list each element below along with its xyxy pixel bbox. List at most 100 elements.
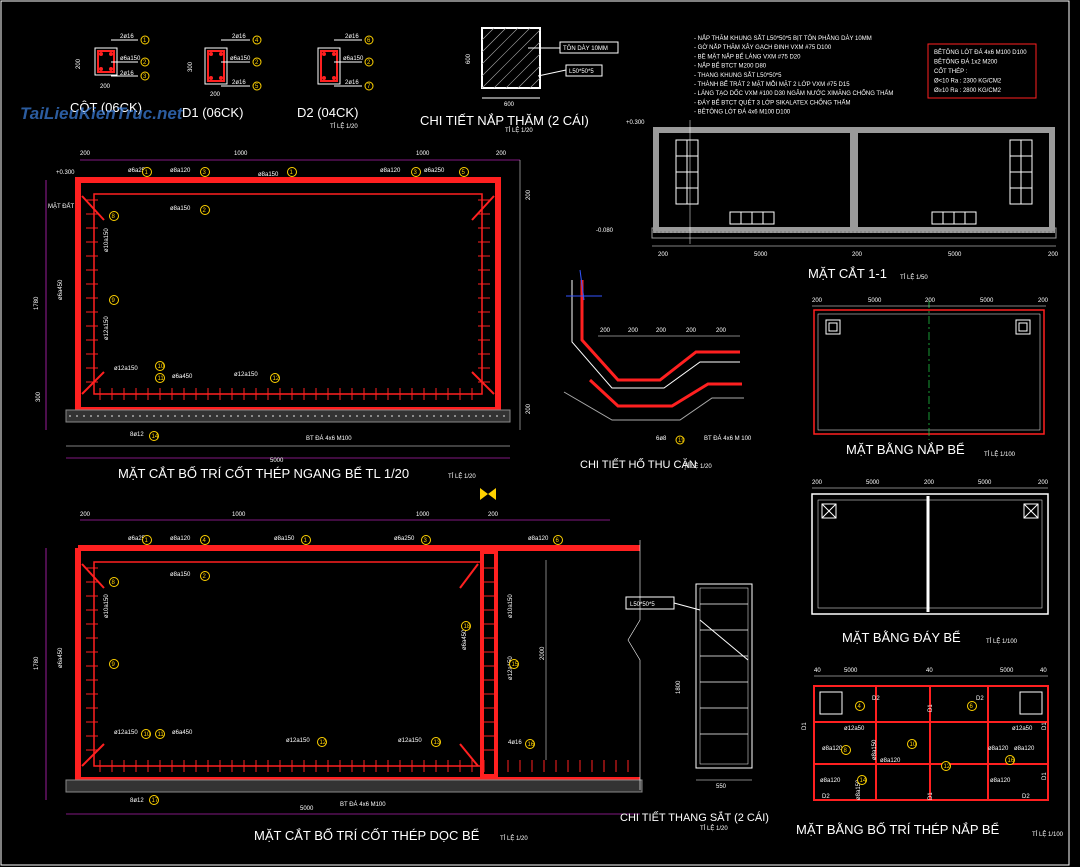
svg-text:5: 5 bbox=[255, 84, 259, 90]
rebar-mark-bubble bbox=[149, 795, 159, 805]
rebar-mark-bubble bbox=[841, 745, 851, 755]
svg-text:1: 1 bbox=[143, 38, 147, 44]
ladder-detail: L50*50*5 1800 550 CHI TIẾT THANG SẮT (2 … bbox=[620, 583, 769, 832]
rebar-mark-number: 11 bbox=[158, 376, 165, 382]
col-section: 2ø16 ø6a150 2ø16 1 2 3 200 200 CỘT (06CK… bbox=[70, 34, 150, 115]
rebar-mark-bubble bbox=[200, 167, 210, 177]
rebar-mark-bubble bbox=[287, 167, 297, 177]
rebar-label-v: ø6a250 bbox=[394, 536, 415, 542]
rebar-mark-bubble bbox=[141, 729, 151, 739]
svg-text:19: 19 bbox=[678, 438, 685, 444]
svg-text:2ø16: 2ø16 bbox=[345, 34, 359, 40]
rebar-plan-label: D1 bbox=[928, 792, 934, 800]
svg-text:ø6a150: ø6a150 bbox=[343, 56, 364, 62]
svg-text:7: 7 bbox=[367, 84, 371, 90]
sump-dim: 200 bbox=[656, 328, 667, 334]
rebar-mark-number: 5 bbox=[462, 170, 466, 176]
svg-text:200: 200 bbox=[76, 58, 82, 69]
rebar-mark-number: 3 bbox=[414, 170, 418, 176]
rebar-mark-bubble bbox=[155, 729, 165, 739]
rebar-plan-label: ø12a50 bbox=[844, 726, 865, 732]
ground-mark: MẶT ĐẤT bbox=[48, 203, 75, 210]
svg-text:2: 2 bbox=[143, 60, 147, 66]
dim-v: 200 bbox=[80, 512, 91, 518]
bottom-dim: 200 bbox=[812, 480, 823, 486]
rebar-mark-bubble bbox=[857, 775, 867, 785]
manhole-title: CHI TIẾT NẮP THĂM (2 CÁI) bbox=[420, 113, 589, 128]
rebar-mark-bubble bbox=[142, 167, 152, 177]
rebar-mark-number: 12 bbox=[273, 376, 280, 382]
rebar-mark-bubble bbox=[149, 431, 159, 441]
rebar-mark-number: 1 bbox=[290, 170, 294, 176]
dim-v: 1000 bbox=[232, 512, 246, 518]
rebar-mark-number: 9 bbox=[112, 298, 116, 304]
rebar-mark-bubble bbox=[553, 535, 563, 545]
rebar-label-h: ø12a150 bbox=[234, 372, 258, 378]
rebar-plan-label: ø8a120 bbox=[880, 758, 901, 764]
rebar-label-h: 8ø12 bbox=[130, 432, 144, 438]
note-line: - LÁNG TẠO DỐC VXM #100 D30 NGÂM NƯỚC XI… bbox=[694, 90, 893, 97]
col-title: CỘT (06CK) bbox=[70, 100, 142, 115]
rebar-plan-label: ø8a150 bbox=[856, 779, 862, 800]
rebar-mark-bubble bbox=[411, 167, 421, 177]
rebar-mark-number: 14 bbox=[152, 434, 159, 440]
svg-text:600: 600 bbox=[466, 53, 472, 64]
section-v-title: MẶT CẮT BỐ TRÍ CỐT THÉP DỌC BỂ bbox=[254, 828, 480, 843]
cover-dim: 5000 bbox=[868, 298, 882, 304]
note-line: - THÀNH BỂ TRÁT 2 MẶT MỖI MẶT 2 LỚP VXM … bbox=[694, 81, 850, 88]
rebar-mark-number: 2 bbox=[203, 208, 207, 214]
material-line: BÊTÔNG ĐÁ 1x2 M200 bbox=[934, 58, 998, 66]
sump-dim: 200 bbox=[600, 328, 611, 334]
note-line: - NẮP BỂ BTCT M200 D80 bbox=[694, 62, 767, 70]
dim-h-height: 1780 bbox=[34, 296, 40, 310]
notes-block: - NẮP THĂM KHUNG SẮT L50*50*5 BỊT TÔN PH… bbox=[694, 34, 893, 116]
svg-text:TỈ LỆ 1/20: TỈ LỆ 1/20 bbox=[700, 824, 728, 832]
dim-v: 200 bbox=[488, 512, 499, 518]
section11-dim: 200 bbox=[1048, 252, 1059, 258]
rebar-mark-number: 13 bbox=[434, 740, 441, 746]
rebar-mark-number: 16 bbox=[1008, 758, 1015, 764]
rebar-mark-bubble bbox=[1005, 755, 1015, 765]
rebar-mark-bubble bbox=[270, 373, 280, 383]
sump-title: CHI TIẾT HỐ THU CẶN bbox=[580, 457, 697, 471]
material-line: CỐT THÉP : bbox=[934, 68, 968, 75]
rebar-plan-label: D1 bbox=[1042, 722, 1048, 730]
rebar-mark-number: 6 bbox=[970, 704, 974, 710]
note-line: - ĐÁY BỂ BTCT QUÉT 3 LỚP SIKALATEX CHỐNG… bbox=[694, 99, 851, 106]
rebar-label-h: ø6a250 bbox=[128, 168, 149, 174]
rebar-mark-number: 15 bbox=[512, 662, 519, 668]
rebar-label-v: ø12a150 bbox=[398, 738, 422, 744]
level-mark: +0.300 bbox=[56, 170, 75, 176]
rebar-mark-bubble bbox=[109, 659, 119, 669]
rebar-label-v: ø10a150 bbox=[104, 594, 110, 618]
rebar-mark-bubble bbox=[459, 167, 469, 177]
rebar-mark-bubble bbox=[967, 701, 977, 711]
dim-h: 300 bbox=[36, 391, 42, 402]
bottom-dim: 5000 bbox=[866, 480, 880, 486]
dim-h: 200 bbox=[496, 151, 507, 157]
manhole-angle-label: L50*50*5 bbox=[569, 69, 594, 75]
rebar-mark-number: 8 bbox=[112, 580, 116, 586]
rebar-mark-bubble bbox=[907, 739, 917, 749]
svg-text:2ø16: 2ø16 bbox=[345, 80, 359, 86]
dim-h: 1000 bbox=[234, 151, 248, 157]
note-line: - GỜ NẮP THĂM XÂY GẠCH ĐINH VXM #75 D100 bbox=[694, 43, 832, 51]
col-rebar-bottom: 2ø16 bbox=[120, 71, 134, 77]
rebar-mark-bubble bbox=[155, 361, 165, 371]
rebar-plan-dim: 40 bbox=[926, 668, 933, 674]
svg-text:TỈ LỆ 1/20: TỈ LỆ 1/20 bbox=[500, 834, 528, 842]
rebar-label-v: ø6a450 bbox=[172, 730, 193, 736]
material-line: Ø<10 Ra : 2300 KG/CM2 bbox=[934, 79, 1002, 85]
rebar-label-h: ø12a150 bbox=[104, 316, 110, 340]
rebar-mark-bubble bbox=[109, 295, 119, 305]
rebar-mark-bubble bbox=[200, 535, 210, 545]
svg-text:600: 600 bbox=[504, 102, 515, 108]
rebar-plan-dim: 5000 bbox=[1000, 668, 1014, 674]
